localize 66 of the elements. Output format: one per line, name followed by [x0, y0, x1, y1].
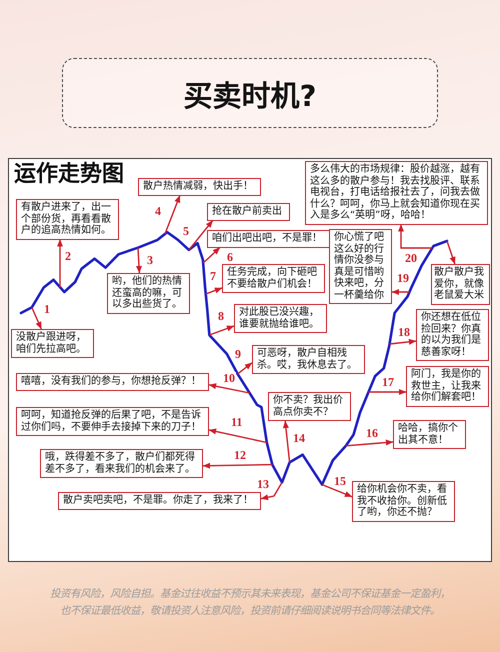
comment-box: 抢在散户前卖出: [207, 203, 290, 220]
arrow: [368, 389, 406, 395]
arrow: [188, 220, 214, 250]
arrow: [164, 195, 181, 234]
title-banner: 买卖时机?: [62, 58, 438, 128]
step-number: 3: [146, 254, 154, 266]
comment-box: 呵呵，知道抢反弹的后果了吧，不是告诉过你们吗，不要伸手去接掉下来的刀子！: [16, 407, 209, 436]
comment-box: 没散户跟进呀，咱们先拉高吧。: [11, 329, 94, 358]
arrow: [136, 248, 142, 274]
step-number: 15: [333, 475, 347, 487]
comment-box: 嘻嘻，没有我们的参与，你想抢反弹？！: [16, 373, 209, 390]
step-number: 2: [64, 250, 72, 262]
comment-box: 你心慌了吧这么好的行情你没参与真是可惜哟快来吧，分一杯羹给你: [329, 229, 392, 304]
comment-box: 散户热情减弱，快出手！: [138, 178, 261, 196]
arrow: [322, 484, 352, 498]
arrow: [202, 462, 272, 469]
disclaimer-text: 投资有风险，风险自担。基金过往收益不预示其未来表现，基金公司不保证基金一定盈利，也不保证最低收益，敬请投资人注意风险，投资前请仔细阅读说明书合同等法律文件。: [49, 587, 451, 619]
step-number: 4: [154, 205, 162, 217]
step-number: 8: [217, 310, 225, 322]
chart-title: 运作走势图: [14, 163, 124, 188]
arrow: [209, 325, 234, 336]
comment-box: 散户卖吧卖吧，不是罪。你走了，我来了！: [58, 492, 261, 510]
arrow: [346, 440, 394, 446]
arrow: [390, 338, 416, 345]
step-number: 11: [230, 416, 244, 428]
comment-box: 哦，跌得差不多了，散户们都死得差不多了，看来我们的机会来了。: [40, 449, 203, 478]
step-number: 7: [209, 270, 217, 282]
step-number: 9: [234, 348, 242, 360]
step-number: 14: [292, 432, 306, 444]
arrow: [208, 428, 267, 444]
step-number: 20: [404, 252, 418, 264]
step-number: 6: [226, 251, 234, 263]
step-number: 12: [233, 449, 247, 461]
comment-box: 有散户进来了，出一个部份货，再看看散户的追高热情如何。: [16, 199, 119, 240]
comment-box: 你不卖？我出价高点你卖不？: [268, 392, 351, 421]
step-number: 19: [396, 272, 410, 284]
comment-box: 对此股已没兴趣，谁要就抛给谁吧。: [234, 304, 327, 333]
step-number: 1: [43, 303, 51, 315]
arrow: [208, 383, 250, 394]
comment-box: 阿门，我是你的救世主，让我来给你们解套吧！: [406, 366, 489, 406]
arrow: [398, 224, 432, 249]
comment-box: 哈哈，搞你个出其不意！: [393, 420, 466, 449]
comment-box: 多么伟大的市场规律：股价越涨，越有这么多的散户参与！我去找股评、联系电视台，打电话给报社去了，问我去做什么？呵呵，你马上就会知道你现在买入是多么“英明”呀，哈哈！: [305, 161, 488, 224]
arrow: [205, 287, 222, 295]
step-number: 17: [381, 376, 395, 388]
comment-box: 任务完成，向下砸吧不要给散户们机会！: [222, 264, 325, 293]
comment-box: 哟，他们的热情还蛮高的嘛，可以多出些货了。: [107, 273, 190, 314]
comment-box: 给你机会你不卖，看我不收拾你。创新低了哟，你还不抛？: [352, 481, 455, 522]
arrow: [237, 362, 252, 374]
arrow: [202, 246, 220, 264]
step-number: 13: [256, 478, 270, 490]
arrow: [282, 420, 290, 462]
chart-panel: [8, 158, 492, 562]
arrow: [446, 240, 456, 264]
arrow: [57, 239, 63, 288]
comment-box: 你还想在低位捡回来？你真的以为我们是慈善家呀！: [416, 309, 489, 361]
step-number: 5: [182, 225, 190, 237]
arrow: [260, 482, 283, 500]
comment-box: 可恶呀，散户自相残杀。哎，我休息去了。: [252, 345, 365, 374]
step-number: 10: [222, 372, 236, 384]
step-number: 16: [365, 427, 379, 439]
step-number: 18: [397, 326, 411, 338]
comment-box: 咱们出吧出吧，不是罪！: [207, 230, 330, 248]
arrow: [31, 307, 42, 330]
arrow: [392, 289, 410, 295]
comment-box: 散户散户我爱你，就像老鼠爱大米: [431, 264, 490, 304]
